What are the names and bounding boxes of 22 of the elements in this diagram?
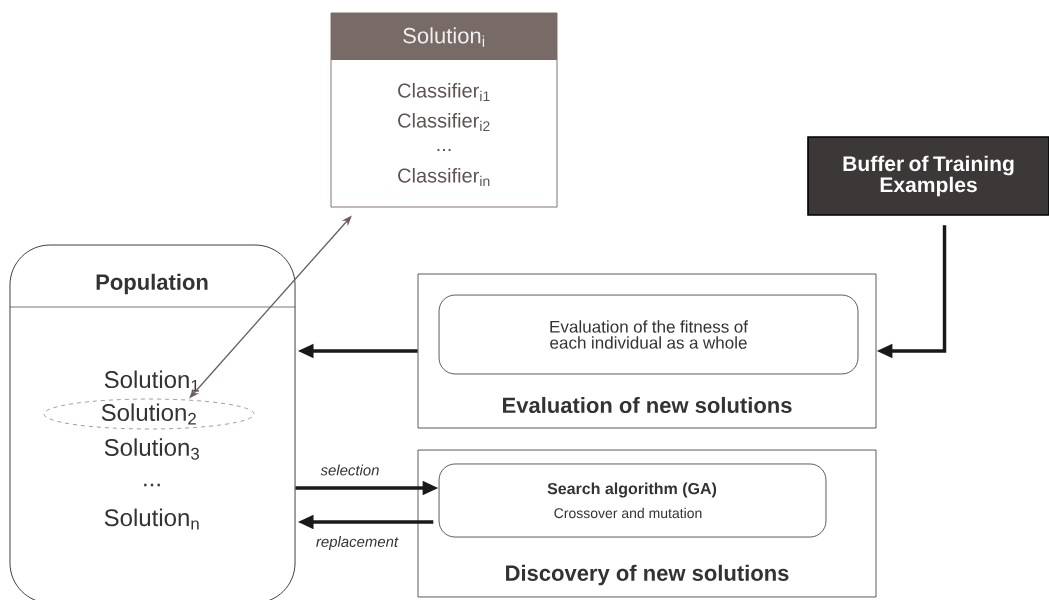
- process-box: [438, 463, 827, 538]
- panel-title: Discovery of new solutions: [506, 564, 789, 586]
- edge-label: replacement: [316, 536, 399, 550]
- header-text: Solution$_{i}$: [403, 27, 485, 47]
- list-item: Solution$_{3}$: [104, 438, 199, 460]
- edge-label: selection: [320, 464, 379, 476]
- panel-title: Population: [96, 273, 208, 295]
- list-item: Classifier$_{i1}$: [398, 83, 490, 101]
- list-item: Solution$_{n}$: [104, 508, 199, 530]
- population-panel: [9, 244, 296, 600]
- list-item: Classifier$_{in}$: [398, 168, 490, 186]
- buffer-box: Buffer of Training Examples: [807, 136, 1049, 216]
- panel-title: Evaluation of new solutions: [503, 396, 792, 414]
- list-item: ...: [144, 483, 160, 487]
- solution-box: [330, 12, 558, 208]
- process-text: Crossover and mutation: [554, 507, 702, 519]
- module-panel: [417, 449, 877, 598]
- module-panel: [417, 273, 877, 429]
- list-item: ...: [437, 148, 451, 152]
- process-box: Evaluation of the fitness of each individual as a whole: [438, 294, 859, 375]
- process-title: Search algorithm (GA): [547, 482, 717, 498]
- list-item: Classifier$_{i2}$: [398, 113, 490, 131]
